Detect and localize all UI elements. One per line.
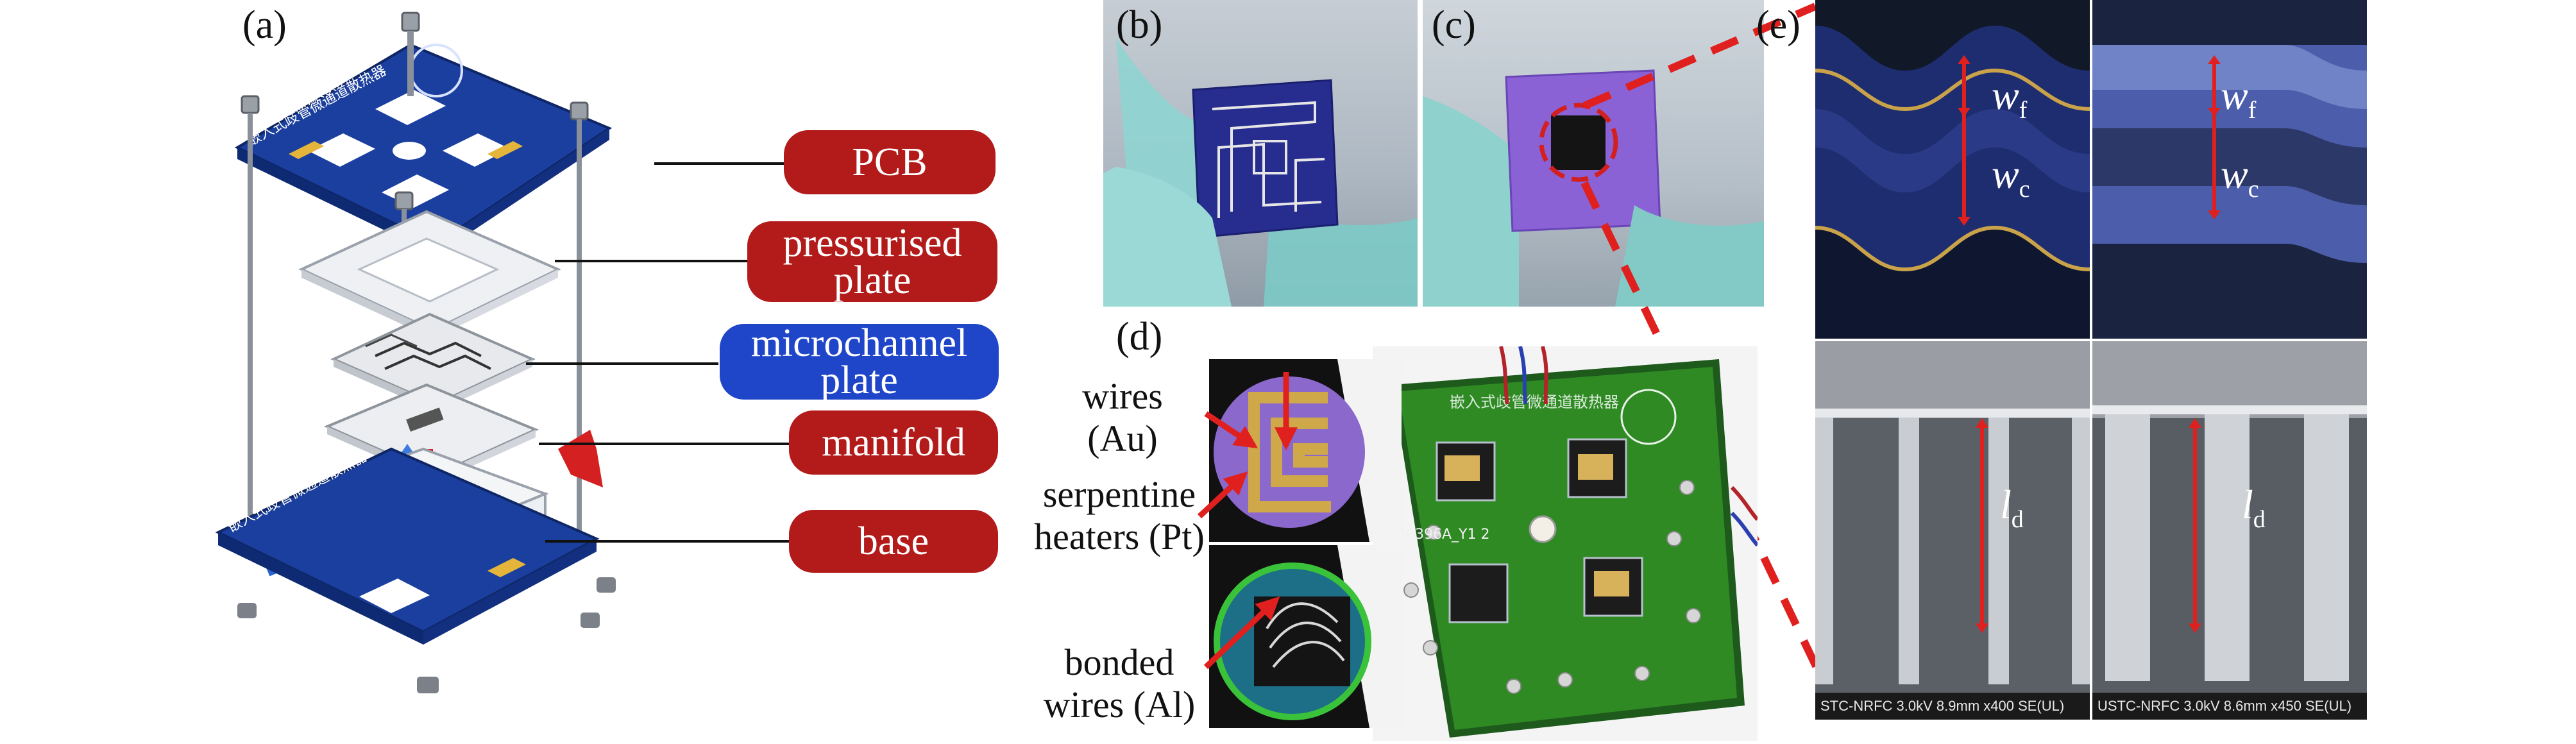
panel-label-e: (e) (1756, 3, 1801, 47)
panel-label-d: (d) (1116, 315, 1163, 359)
dimension-label-ld-left: ld (2000, 482, 2024, 533)
photo-pcb-assembly: 嵌入式歧管微通道散热器 1466396A_Y1 2 (1373, 346, 1758, 741)
layer-label-microchannel-plate: microchannel plate (720, 323, 999, 400)
leader-line-base (545, 540, 789, 543)
layer-label-base: base (789, 510, 998, 573)
dimension-label-ld-right: ld (2242, 482, 2266, 533)
callout-arrows (1197, 372, 1298, 670)
callout-serpentine-heaters: serpentine heaters (Pt) (1034, 473, 1205, 557)
panel-label-a: (a) (242, 3, 287, 47)
leader-line-pressurised (555, 260, 747, 262)
dimension-label-wc-right: wc (2221, 151, 2259, 203)
foot-graphics (237, 577, 616, 693)
pressurised-plate-graphic (298, 210, 561, 339)
sem-footer-bar-right (2092, 693, 2367, 720)
photo-chip-with-heaters (1103, 0, 1418, 307)
layer-label-pressurised-plate: pressurised plate (747, 221, 997, 302)
callout-wires-au: wires (Au) (1082, 375, 1163, 459)
micrograph-channels-right (2092, 0, 2367, 339)
leader-line-pcb (654, 162, 784, 165)
base-pcb-graphic: 嵌入式歧管微通道散热器 (215, 447, 600, 645)
micrograph-channels-left (1815, 0, 2090, 339)
photo-chip-backside (1423, 0, 1764, 307)
panel-label-c: (c) (1432, 3, 1476, 47)
layer-label-pcb: PCB (784, 130, 996, 194)
sem-footer-text-right: USTC-NRFC 3.0kV 8.6mm x450 SE(UL) (2097, 698, 2352, 714)
layer-label-manifold: manifold (789, 410, 998, 475)
sem-cross-section-left (1815, 341, 2090, 693)
dimension-label-wc-left: wc (1992, 151, 2030, 203)
leader-line-microchannel (526, 362, 718, 365)
exploded-assembly-illustration: 嵌入式歧管微通道散热器 (215, 12, 616, 693)
panel-label-b: (b) (1116, 3, 1163, 47)
zoom-inset-heaters (1209, 359, 1402, 542)
dimension-label-wf-right: wf (2221, 72, 2257, 124)
svg-text:嵌入式歧管微通道散热器: 嵌入式歧管微通道散热器 (1450, 393, 1619, 411)
sem-footer-text-left: STC-NRFC 3.0kV 8.9mm x400 SE(UL) (1820, 698, 2065, 714)
dimension-label-wf-left: wf (1992, 72, 2028, 124)
sem-cross-section-right (2092, 341, 2367, 693)
callout-bonded-wires-al: bonded wires (Al) (1043, 641, 1196, 725)
leader-line-manifold (539, 443, 789, 445)
sem-footer-bar-left (1815, 693, 2090, 720)
